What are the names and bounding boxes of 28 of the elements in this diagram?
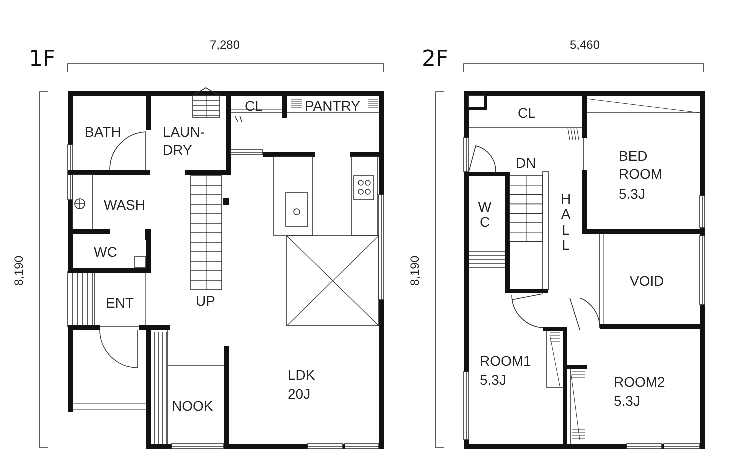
room-size: 5.3J	[480, 371, 506, 389]
room-label: CL	[518, 104, 536, 122]
room-label: NOOK	[172, 397, 214, 415]
room-label: WASH	[104, 196, 146, 214]
room-label: ROOM2	[614, 373, 666, 391]
room-label: BATH	[85, 123, 122, 141]
stair-label: UP	[196, 292, 216, 310]
stair-label: DN	[516, 154, 536, 172]
room-label: WC	[94, 243, 118, 261]
room-size: 5.3J	[619, 185, 646, 203]
room-label: HALL	[560, 192, 572, 254]
room-label: BED ROOM	[619, 147, 664, 183]
room-label: ENT	[106, 294, 134, 312]
room-label: ROOM1	[480, 352, 532, 370]
dimension-text: 7,280	[210, 38, 240, 52]
room-label: PANTRY	[305, 97, 360, 115]
room-label: VOID	[630, 272, 664, 290]
room-label: WC	[478, 200, 492, 231]
room-label: LAUN- DRY	[163, 123, 206, 159]
room-label: LDK	[288, 366, 316, 384]
dimension-text: 5,460	[570, 38, 600, 52]
room-size: 20J	[288, 385, 311, 403]
dimension-text: 8,190	[12, 256, 26, 286]
floor-label: 1F	[29, 47, 56, 73]
room-label: CL	[245, 97, 263, 115]
floor-label: 2F	[422, 47, 449, 73]
room-size: 5.3J	[614, 392, 640, 410]
dimension-text: 8,190	[408, 256, 422, 286]
